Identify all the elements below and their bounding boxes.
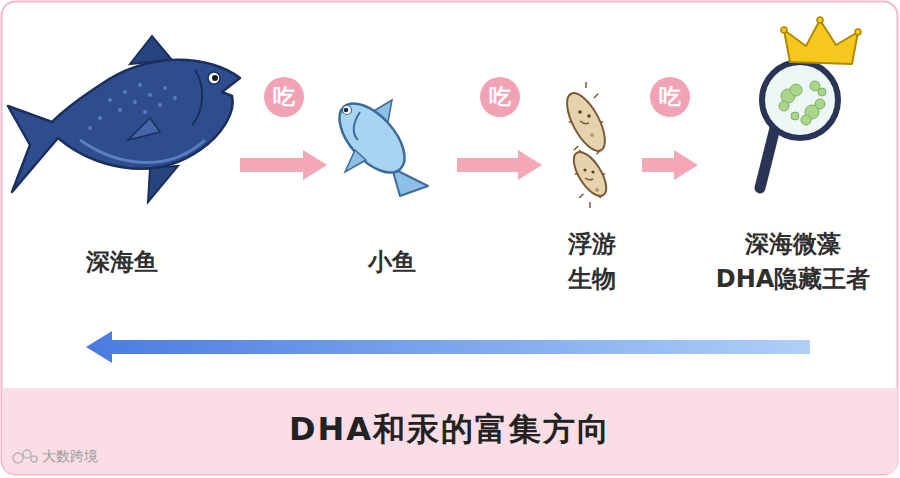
node-text-holder: 深海鱼 bbox=[4, 222, 240, 302]
eat-arrow bbox=[642, 150, 698, 180]
plankton bbox=[559, 82, 612, 208]
node-text-holder: 小鱼 bbox=[327, 222, 457, 302]
node-text-holder: 浮游 生物 bbox=[542, 222, 642, 302]
edge-label: 吃 bbox=[273, 82, 295, 112]
watermark: 大数跨境 bbox=[42, 448, 98, 466]
organism-node: 深海微藻 DHA隐藏王者 bbox=[698, 40, 888, 302]
eat-badge: 吃 bbox=[480, 77, 520, 117]
direction-arrow bbox=[86, 331, 810, 363]
node-text-holder: 深海微藻 DHA隐藏王者 bbox=[698, 222, 888, 302]
organism-node: 深海鱼 bbox=[4, 40, 240, 302]
node-label: 浮游 生物 bbox=[568, 227, 616, 297]
deep-sea-fish bbox=[8, 36, 240, 202]
node-label: 小鱼 bbox=[368, 245, 416, 280]
watermark-logo bbox=[13, 450, 37, 463]
organism-node: 小鱼 bbox=[327, 40, 457, 302]
magnifier-microalgae bbox=[760, 17, 861, 188]
node-label: 深海鱼 bbox=[86, 245, 158, 280]
diagram-title: DHA和汞的富集方向 bbox=[0, 408, 900, 452]
eat-arrow bbox=[240, 150, 327, 180]
edge-label: 吃 bbox=[489, 82, 511, 112]
eat-badge: 吃 bbox=[264, 77, 304, 117]
organism-node: 浮游 生物 bbox=[542, 40, 642, 302]
edge-label: 吃 bbox=[659, 82, 681, 112]
eat-arrow bbox=[457, 150, 542, 180]
small-fish bbox=[328, 92, 428, 196]
eat-badge: 吃 bbox=[650, 77, 690, 117]
node-label: 深海微藻 DHA隐藏王者 bbox=[716, 227, 871, 297]
